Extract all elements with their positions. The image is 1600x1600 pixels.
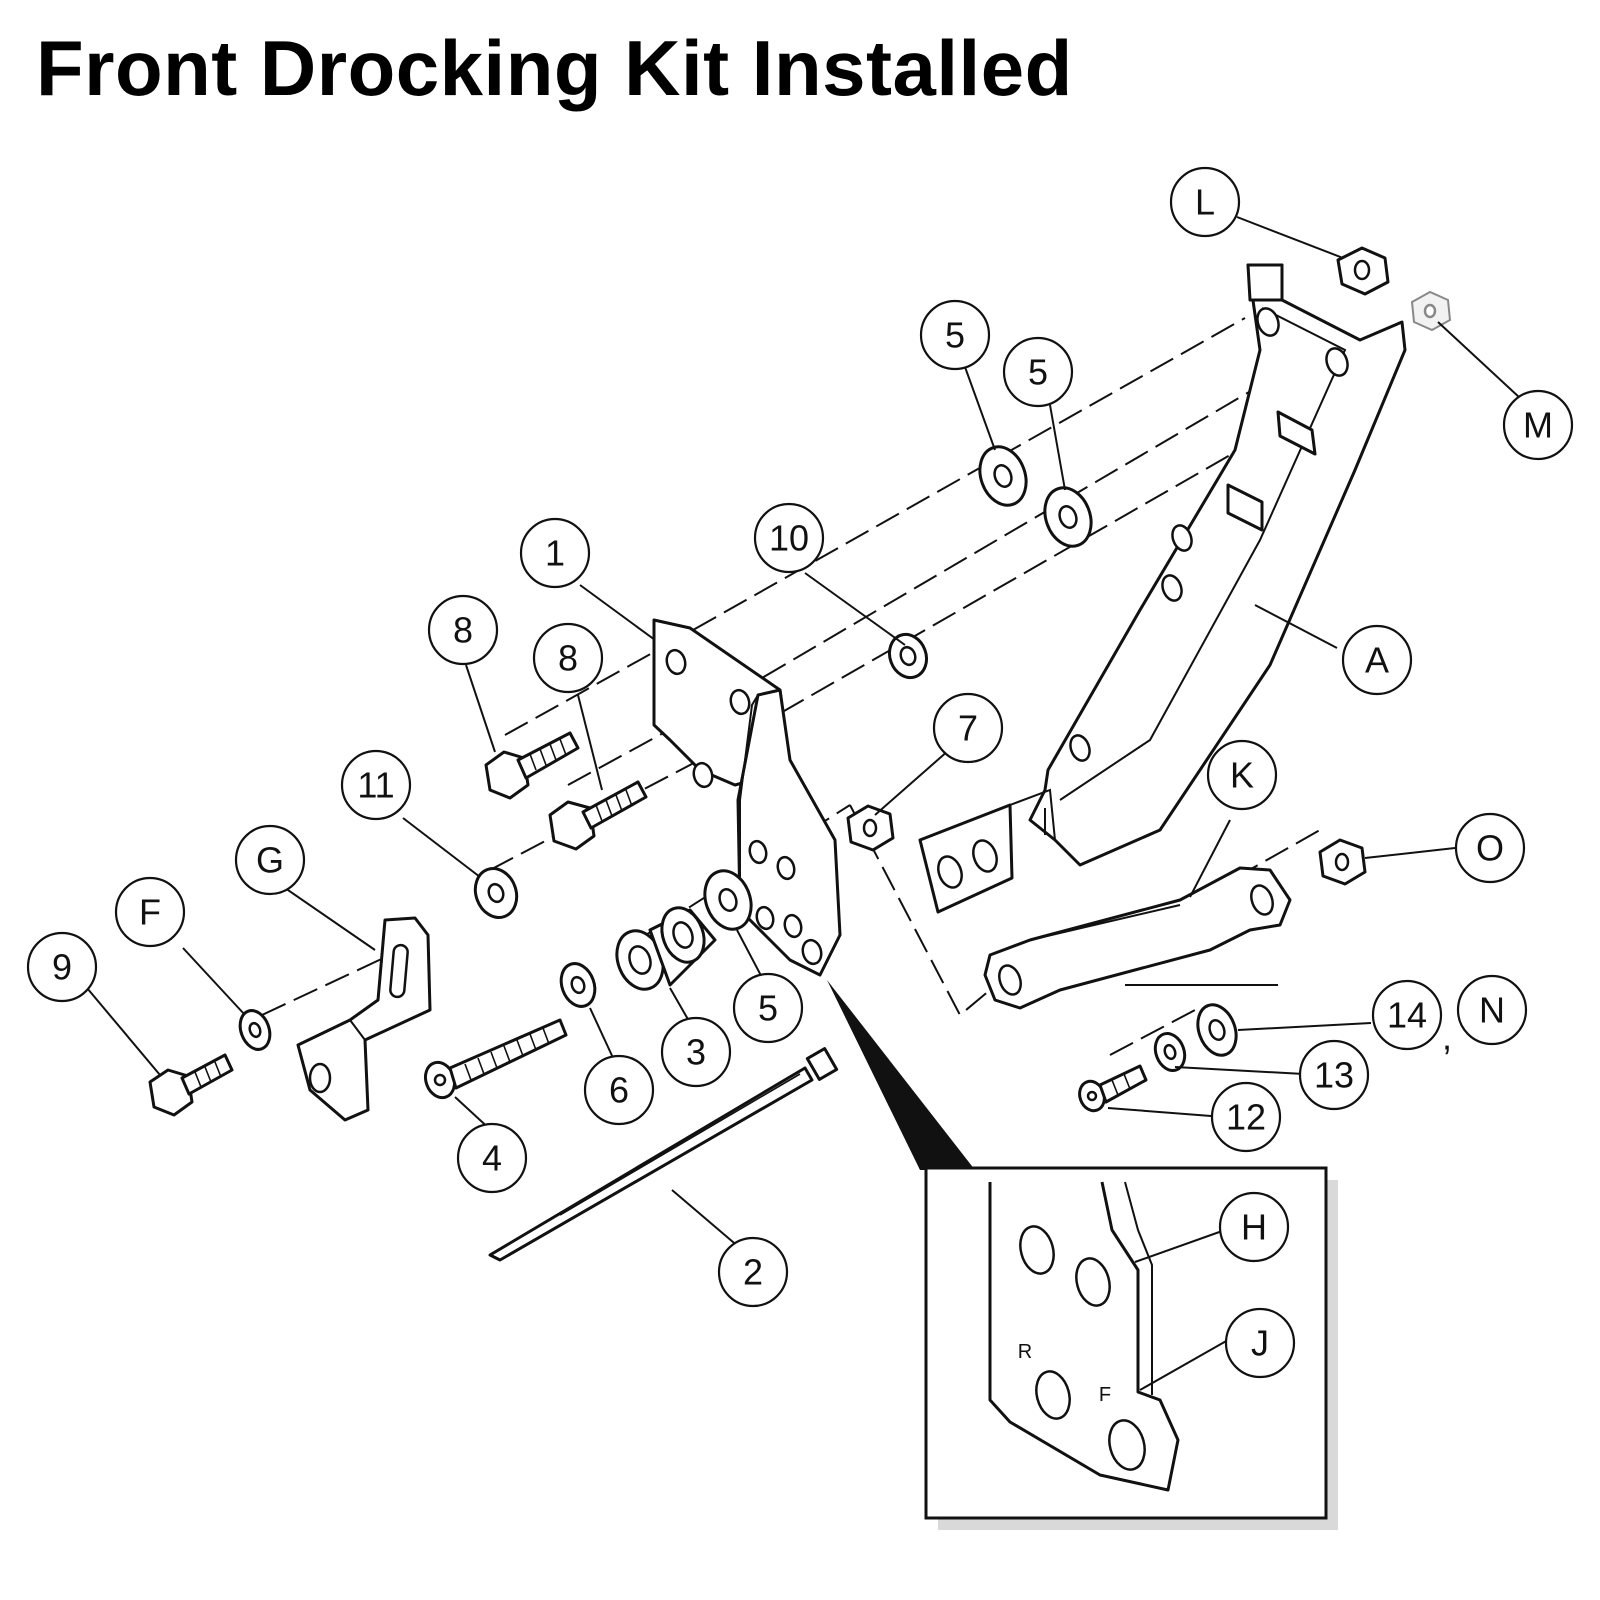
callout-8-right: 8 (532, 622, 604, 694)
svg-text:9: 9 (52, 947, 72, 988)
callout-g: G (234, 824, 306, 896)
svg-text:N: N (1479, 990, 1505, 1031)
callout-9: 9 (26, 931, 98, 1003)
nuts (846, 246, 1452, 886)
svg-text:12: 12 (1226, 1097, 1266, 1138)
callout-2: 2 (717, 1236, 789, 1308)
callout-4: 4 (456, 1122, 528, 1194)
callout-3: 3 (660, 1016, 732, 1088)
part-k-link-arm (983, 866, 1292, 1010)
callouts: L M 5 5 10 1 8 8 A 7 11 G F 9 K O 14 , N… (26, 166, 1574, 1379)
bolts (148, 731, 1148, 1117)
callout-1: 1 (519, 517, 591, 589)
svg-text:A: A (1365, 640, 1389, 681)
svg-text:5: 5 (758, 988, 778, 1029)
callout-10: 10 (753, 502, 825, 574)
svg-text:L: L (1195, 182, 1215, 223)
callout-j: J (1224, 1307, 1296, 1379)
detail-mark-f: F (1099, 1384, 1111, 1406)
callout-h: H (1218, 1191, 1290, 1263)
svg-text:6: 6 (609, 1070, 629, 1111)
svg-text:1: 1 (545, 533, 565, 574)
callout-5-upper-right: 5 (1002, 336, 1074, 408)
svg-text:2: 2 (743, 1252, 763, 1293)
svg-text:10: 10 (769, 518, 809, 559)
svg-text:8: 8 (558, 638, 578, 679)
svg-text:13: 13 (1314, 1055, 1354, 1096)
svg-text:G: G (256, 840, 284, 881)
callout-l: L (1169, 166, 1241, 238)
callout-11: 11 (340, 749, 412, 821)
callout-13: 13 (1298, 1039, 1370, 1111)
part-a-main-bracket (918, 263, 1407, 914)
page-title: Front Drocking Kit Installed (36, 24, 1073, 112)
svg-text:8: 8 (453, 610, 473, 651)
callout-m: M (1502, 389, 1574, 461)
washers (238, 445, 1238, 1072)
svg-text:K: K (1230, 755, 1254, 796)
callout-a: A (1341, 624, 1413, 696)
callout-o: O (1454, 812, 1526, 884)
svg-text:H: H (1241, 1207, 1267, 1248)
svg-text:4: 4 (482, 1138, 502, 1179)
svg-text:7: 7 (958, 708, 978, 749)
detail-mark-r: R (1018, 1341, 1032, 1363)
callout-14: 14 (1371, 979, 1443, 1051)
callout-separator: , (1442, 1017, 1452, 1058)
part-1-mounting-plate (652, 618, 842, 977)
svg-text:5: 5 (1028, 352, 1048, 393)
part-2-cable-tie (488, 1047, 839, 1262)
callout-f: F (114, 876, 186, 948)
callout-5-lower: 5 (732, 972, 804, 1044)
callout-6: 6 (583, 1054, 655, 1126)
svg-text:3: 3 (686, 1032, 706, 1073)
svg-text:O: O (1476, 828, 1504, 869)
callout-7: 7 (932, 692, 1004, 764)
svg-text:14: 14 (1387, 995, 1427, 1036)
callout-n: N (1456, 974, 1528, 1046)
part-3-bushing (615, 906, 717, 991)
svg-text:5: 5 (945, 315, 965, 356)
svg-text:11: 11 (357, 765, 394, 806)
part-g-angle-bracket (296, 916, 432, 1122)
callout-12: 12 (1210, 1081, 1282, 1153)
callout-5-upper-left: 5 (919, 299, 991, 371)
svg-text:J: J (1251, 1323, 1269, 1364)
callout-k: K (1206, 739, 1278, 811)
callout-8-left: 8 (427, 594, 499, 666)
svg-text:M: M (1523, 405, 1553, 446)
svg-text:F: F (139, 892, 161, 933)
